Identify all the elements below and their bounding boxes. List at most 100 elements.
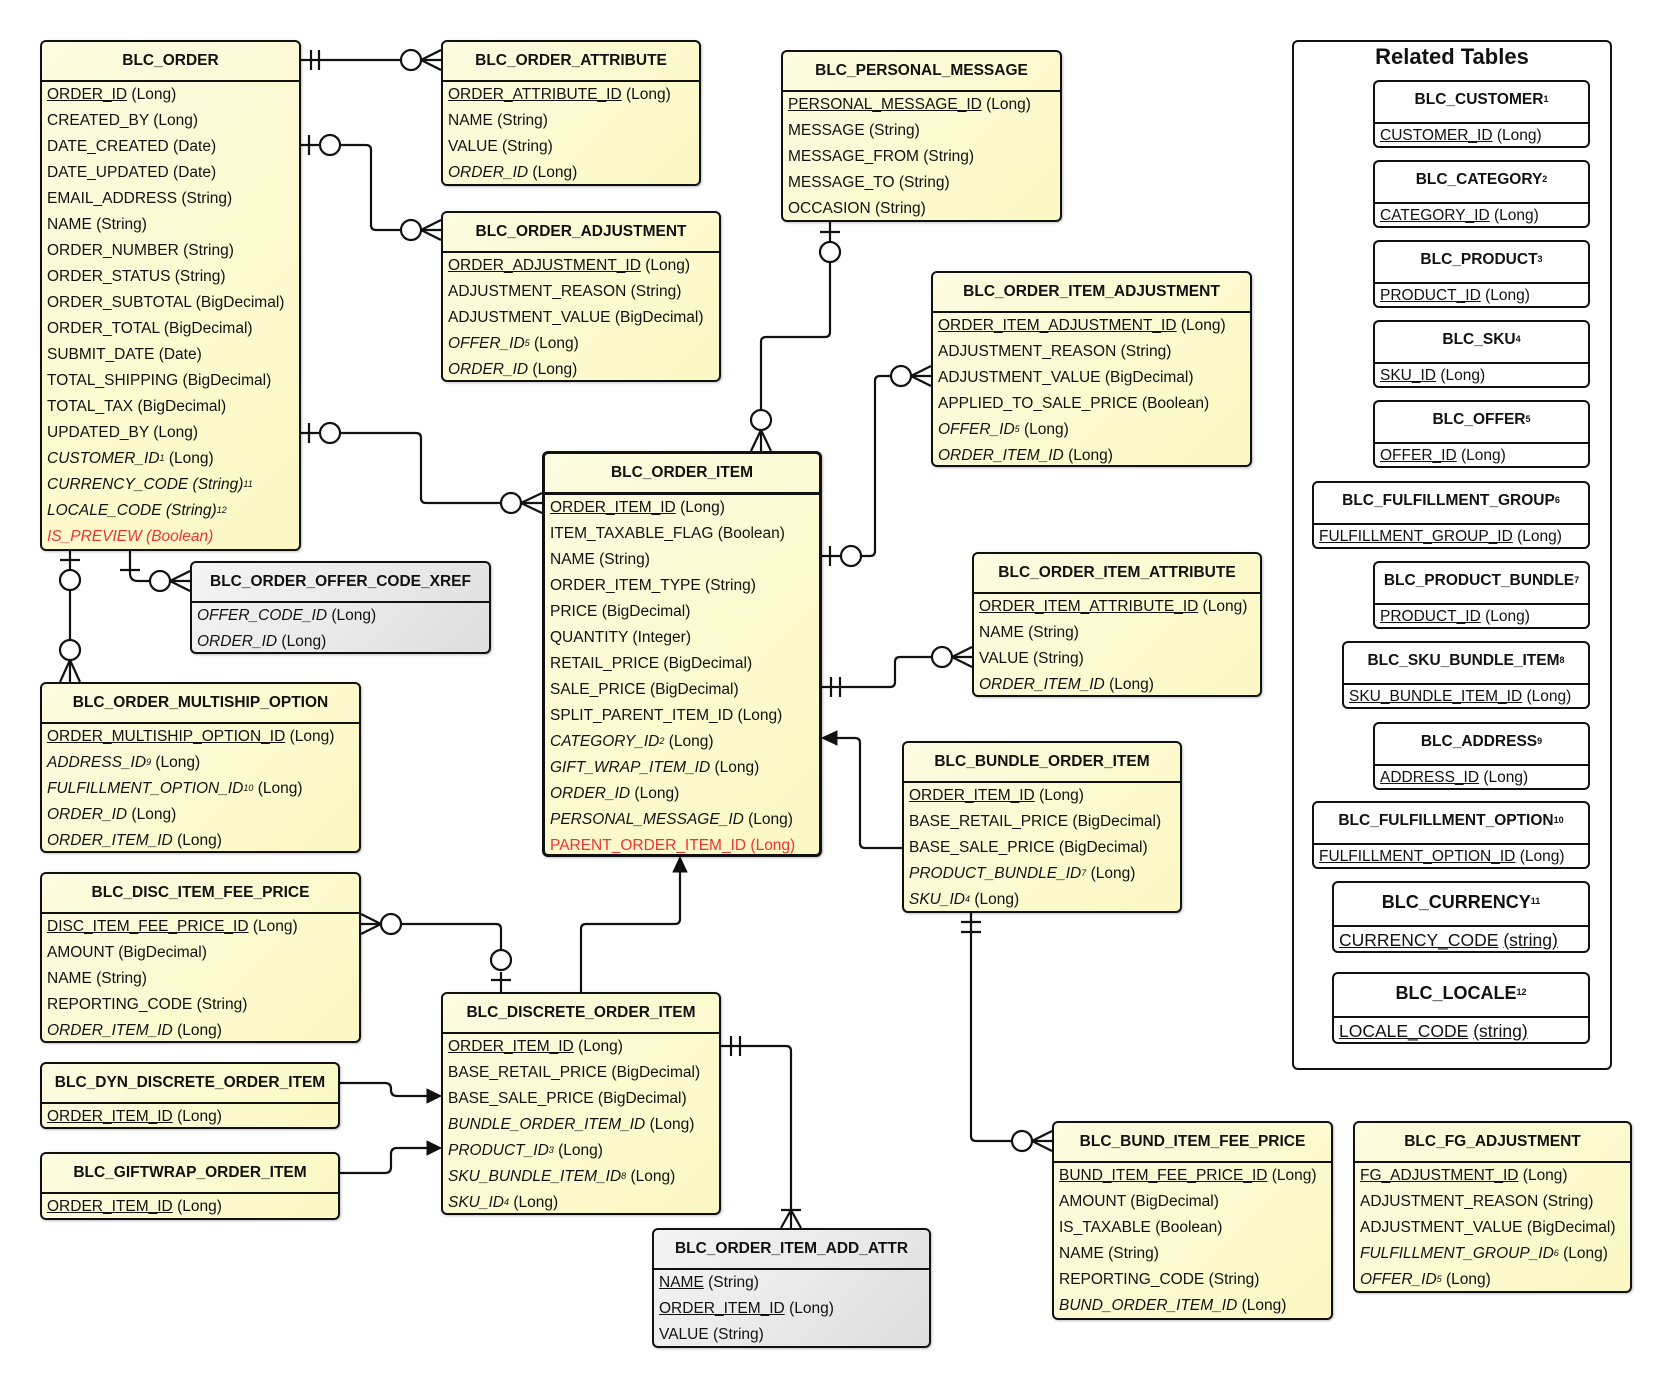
field-row[interactable]: BUND_ORDER_ITEM_ID (Long) (1054, 1294, 1331, 1318)
field-row[interactable]: FULFILLMENT_GROUP_ID6 (Long) (1355, 1242, 1630, 1268)
field-row[interactable]: FULFILLMENT_GROUP_ID (Long) (1314, 525, 1588, 551)
field-row[interactable]: ADJUSTMENT_REASON (String) (443, 280, 719, 306)
field-row[interactable]: DATE_UPDATED (Date) (42, 161, 299, 187)
field-row[interactable]: ORDER_ITEM_ID (Long) (443, 1035, 719, 1061)
field-row[interactable]: SKU_BUNDLE_ITEM_ID8 (Long) (443, 1165, 719, 1191)
field-row[interactable]: CUSTOMER_ID (Long) (1375, 124, 1588, 150)
field-row[interactable]: FULFILLMENT_OPTION_ID (Long) (1314, 845, 1588, 871)
field-row[interactable]: EMAIL_ADDRESS (String) (42, 187, 299, 213)
field-row[interactable]: LOCALE_CODE (String)12 (42, 499, 299, 525)
field-row[interactable]: LOCALE_CODE (string) (1334, 1018, 1588, 1046)
field-row[interactable]: TOTAL_SHIPPING (BigDecimal) (42, 369, 299, 395)
field-row[interactable]: FULFILLMENT_OPTION_ID10 (Long) (42, 777, 359, 803)
field-row[interactable]: DISC_ITEM_FEE_PRICE_ID (Long) (42, 915, 359, 941)
field-row[interactable]: CURRENCY_CODE (string) (1334, 927, 1588, 955)
field-row[interactable]: MESSAGE (String) (783, 119, 1060, 145)
field-row[interactable]: ORDER_ITEM_ID (Long) (42, 1019, 359, 1041)
field-row[interactable]: FG_ADJUSTMENT_ID (Long) (1355, 1164, 1630, 1190)
field-row[interactable]: ORDER_ID (Long) (545, 782, 819, 808)
field-row[interactable]: REPORTING_CODE (String) (42, 993, 359, 1019)
field-row[interactable]: ORDER_ID (Long) (42, 83, 299, 109)
field-row[interactable]: ADJUSTMENT_REASON (String) (1355, 1190, 1630, 1216)
field-row[interactable]: OFFER_ID5 (Long) (1355, 1268, 1630, 1291)
field-row[interactable]: PERSONAL_MESSAGE_ID (Long) (545, 808, 819, 834)
field-row[interactable]: GIFT_WRAP_ITEM_ID (Long) (545, 756, 819, 782)
field-row[interactable]: NAME (String) (42, 967, 359, 993)
field-row[interactable]: PRICE (BigDecimal) (545, 600, 819, 626)
field-row[interactable]: ORDER_ADJUSTMENT_ID (Long) (443, 254, 719, 280)
field-row[interactable]: ORDER_ITEM_ADJUSTMENT_ID (Long) (933, 314, 1250, 340)
field-row[interactable]: BUND_ITEM_FEE_PRICE_ID (Long) (1054, 1164, 1331, 1190)
field-row[interactable]: CREATED_BY (Long) (42, 109, 299, 135)
field-row[interactable]: ORDER_ITEM_ID (Long) (42, 829, 359, 851)
field-row[interactable]: VALUE (String) (654, 1323, 929, 1346)
field-row[interactable]: NAME (String) (42, 213, 299, 239)
field-row[interactable]: BASE_SALE_PRICE (BigDecimal) (904, 836, 1180, 862)
field-row[interactable]: ADDRESS_ID (Long) (1375, 766, 1588, 792)
field-row[interactable]: PERSONAL_MESSAGE_ID (Long) (783, 93, 1060, 119)
field-row[interactable]: MESSAGE_FROM (String) (783, 145, 1060, 171)
field-row[interactable]: ITEM_TAXABLE_FLAG (Boolean) (545, 522, 819, 548)
field-row[interactable]: VALUE (String) (974, 647, 1260, 673)
field-row[interactable]: ORDER_ITEM_ATTRIBUTE_ID (Long) (974, 595, 1260, 621)
field-row[interactable]: ADJUSTMENT_VALUE (BigDecimal) (1355, 1216, 1630, 1242)
field-row[interactable]: RETAIL_PRICE (BigDecimal) (545, 652, 819, 678)
field-row[interactable]: OCCASION (String) (783, 197, 1060, 220)
field-row[interactable]: OFFER_ID (Long) (1375, 444, 1588, 470)
field-row[interactable]: NAME (String) (545, 548, 819, 574)
field-row[interactable]: ORDER_ITEM_TYPE (String) (545, 574, 819, 600)
field-row[interactable]: QUANTITY (Integer) (545, 626, 819, 652)
field-row[interactable]: CATEGORY_ID2 (Long) (545, 730, 819, 756)
field-row[interactable]: BASE_RETAIL_PRICE (BigDecimal) (443, 1061, 719, 1087)
field-row[interactable]: PRODUCT_ID (Long) (1375, 605, 1588, 631)
field-row[interactable]: AMOUNT (BigDecimal) (42, 941, 359, 967)
field-row[interactable]: ADJUSTMENT_VALUE (BigDecimal) (933, 366, 1250, 392)
field-row[interactable]: PRODUCT_ID3 (Long) (443, 1139, 719, 1165)
field-row[interactable]: NAME (String) (974, 621, 1260, 647)
field-row[interactable]: REPORTING_CODE (String) (1054, 1268, 1331, 1294)
field-row[interactable]: DATE_CREATED (Date) (42, 135, 299, 161)
field-row[interactable]: ORDER_ID (Long) (443, 161, 699, 184)
field-row[interactable]: PRODUCT_ID (Long) (1375, 284, 1588, 310)
field-row[interactable]: NAME (String) (443, 109, 699, 135)
field-row[interactable]: UPDATED_BY (Long) (42, 421, 299, 447)
field-row[interactable]: ORDER_ITEM_ID (Long) (42, 1105, 338, 1127)
field-row[interactable]: ADJUSTMENT_REASON (String) (933, 340, 1250, 366)
field-row[interactable]: OFFER_ID5 (Long) (933, 418, 1250, 444)
field-row[interactable]: ORDER_ITEM_ID (Long) (974, 673, 1260, 695)
field-row[interactable]: BUNDLE_ORDER_ITEM_ID (Long) (443, 1113, 719, 1139)
field-row[interactable]: IS_TAXABLE (Boolean) (1054, 1216, 1331, 1242)
field-row[interactable]: BASE_SALE_PRICE (BigDecimal) (443, 1087, 719, 1113)
field-row[interactable]: SALE_PRICE (BigDecimal) (545, 678, 819, 704)
field-row[interactable]: ORDER_ITEM_ID (Long) (545, 496, 819, 522)
field-row[interactable]: SKU_ID4 (Long) (443, 1191, 719, 1213)
field-row[interactable]: ORDER_STATUS (String) (42, 265, 299, 291)
field-row[interactable]: CATEGORY_ID (Long) (1375, 204, 1588, 230)
field-row[interactable]: ORDER_ITEM_ID (Long) (904, 784, 1180, 810)
field-row[interactable]: PRODUCT_BUNDLE_ID7 (Long) (904, 862, 1180, 888)
field-row[interactable]: ORDER_ATTRIBUTE_ID (Long) (443, 83, 699, 109)
field-row[interactable]: SKU_ID (Long) (1375, 364, 1588, 390)
field-row[interactable]: SKU_BUNDLE_ITEM_ID (Long) (1344, 685, 1588, 711)
field-row[interactable]: OFFER_ID5 (Long) (443, 332, 719, 358)
